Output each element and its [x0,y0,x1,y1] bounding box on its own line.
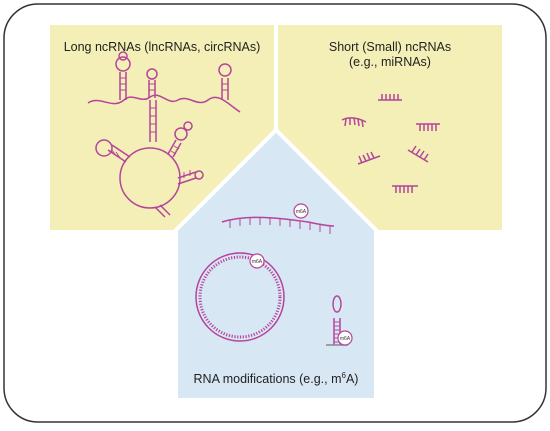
lncrna-loop-3 [218,63,232,77]
lncrna-stem-central [149,100,157,142]
m6a-mark-mrna: m6A [293,203,309,219]
short-ncrna-subtitle: (e.g., miRNAs) [349,55,431,69]
modification-illustration [195,216,348,346]
circular-rna [195,252,285,342]
svg-text:m6A: m6A [252,259,263,265]
circrna-arm-2 [167,139,182,158]
circular-rna-ticks [198,255,282,339]
mirna-2 [341,117,367,128]
mirna-4 [357,151,381,165]
mirna-3 [416,123,440,131]
short-ncrna-title: Short (Small) ncRNAs [328,40,452,54]
rna-modification-title: RNA modifications (e.g., m6A) [193,371,359,387]
mrna-strand [221,216,335,227]
lncrna-loop-1 [115,56,131,72]
mirna-5 [407,145,429,163]
long-ncrna-title: Long ncRNAs (lncRNAs, circRNAs) [63,40,261,54]
m6a-mark-hairpin: m6A [337,330,353,346]
circrna-loop-2 [174,127,188,141]
circrna-loop-1 [95,139,113,157]
long-ncrna-illustration [87,51,241,218]
rna-modification-panel [174,127,378,402]
circrna-arm-4 [154,204,171,218]
m6a-mark-circrna: m6A [249,253,265,269]
mirna-1 [378,94,402,101]
hairpin-rungs [334,321,340,343]
hairpin-loop [332,295,342,313]
circrna-arm-3 [177,171,197,185]
svg-text:m6A: m6A [296,209,307,215]
long-ncrna-rungs [111,77,228,178]
svg-text:m6A: m6A [340,336,351,342]
lncrna-loop-2 [146,68,158,80]
lncrna-stem-1 [119,72,127,100]
lncrna-stem-3 [221,78,229,100]
mirna-6 [392,185,418,193]
lncrna-strand [87,94,241,113]
lncrna-stem-2 [148,80,156,98]
mirna-illustration [341,94,440,193]
